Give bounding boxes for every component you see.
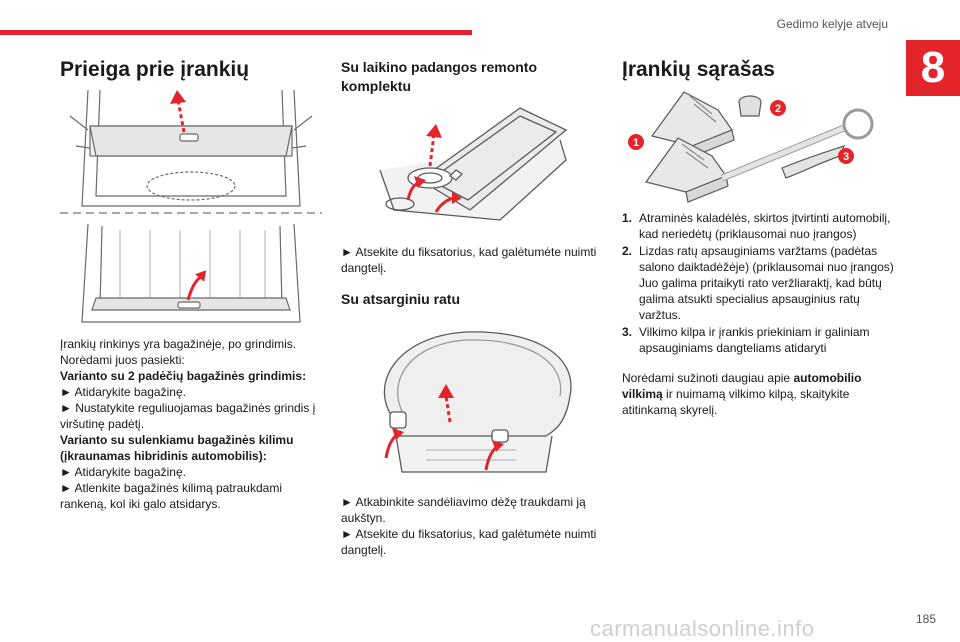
towing-note: Norėdami sužinoti daugiau apie automobil… bbox=[622, 370, 894, 418]
step-set-floor: ► Nustatykite reguliuojamas bagažinės gr… bbox=[60, 401, 316, 431]
watermark: carmanualsonline.info bbox=[590, 616, 815, 641]
section-title-repair-kit: Su laikino padangos remonto komplektu bbox=[341, 59, 538, 94]
column-tool-list: Įrankių sąrašas bbox=[622, 58, 894, 82]
spare-wheel-step-2: ► Atsekite du fiksatorius, kad galėtumėt… bbox=[341, 527, 597, 557]
repair-kit-step: ► Atsekite du fiksatorius, kad galėtumėt… bbox=[341, 245, 597, 275]
repair-kit-text: ► Atsekite du fiksatorius, kad galėtumėt… bbox=[341, 244, 603, 276]
section-title-spare-wheel: Su atsarginiu ratu bbox=[341, 291, 461, 307]
tool-item-2: 2. Lizdas ratų apsauginiams varžtams (pa… bbox=[622, 243, 894, 323]
column-access: Prieiga prie įrankių bbox=[60, 58, 322, 82]
tool-item-3-text: Vilkimo kilpa ir įrankis priekiniam ir g… bbox=[639, 325, 870, 355]
tool-item-3-num: 3. bbox=[622, 325, 633, 339]
page-number: 185 bbox=[915, 612, 936, 626]
step-fold-carpet: ► Atlenkite bagažinės kilimą patraukdami… bbox=[60, 481, 282, 511]
tool-list-text: 1. Atraminės kaladėlės, skirtos įtvirtin… bbox=[622, 210, 894, 418]
access-text: Įrankių rinkinys yra bagažinėje, po grin… bbox=[60, 336, 322, 512]
tool-item-2-note: Juo galima pritaikyti rato veržliaraktį,… bbox=[639, 276, 882, 322]
spare-wheel-illustration bbox=[383, 331, 572, 473]
callout-2: 2 bbox=[775, 103, 781, 115]
column-kits: Su laikino padangos remonto komplektu bbox=[341, 58, 603, 96]
tool-item-3: 3. Vilkimo kilpa ir įrankis priekiniam i… bbox=[622, 324, 894, 356]
chapter-number-badge: 8 bbox=[906, 40, 960, 96]
trunk-floor-illustration bbox=[60, 89, 322, 323]
access-intro: Įrankių rinkinys yra bagažinėje, po grin… bbox=[60, 337, 297, 351]
variant-2-floor-heading: Varianto su 2 padėčių bagažinės grindimi… bbox=[60, 369, 307, 383]
tool-item-1-text: Atraminės kaladėlės, skirtos įtvirtinti … bbox=[639, 211, 891, 241]
section-title-tool-list: Įrankių sąrašas bbox=[622, 58, 775, 81]
tool-list: 1. Atraminės kaladėlės, skirtos įtvirtin… bbox=[622, 210, 894, 356]
spare-wheel-text: ► Atkabinkite sandėliavimo dėžę traukdam… bbox=[341, 494, 603, 558]
callout-1: 1 bbox=[633, 137, 639, 149]
tools-illustration: 1 2 3 bbox=[628, 91, 874, 203]
chapter-title: Gedimo kelyje atveju bbox=[776, 17, 888, 31]
spare-wheel-step-1: ► Atkabinkite sandėliavimo dėžę traukdam… bbox=[341, 495, 586, 525]
towing-note-bold: automobilio vilkimą bbox=[622, 371, 862, 401]
header-accent-bar bbox=[0, 30, 472, 35]
tool-item-1: 1. Atraminės kaladėlės, skirtos įtvirtin… bbox=[622, 210, 894, 242]
tool-item-2-text: Lizdas ratų apsauginiams varžtams (padėt… bbox=[639, 244, 894, 274]
tool-item-1-num: 1. bbox=[622, 211, 633, 225]
repair-kit-illustration bbox=[379, 107, 568, 221]
callout-3: 3 bbox=[843, 151, 849, 163]
access-how: Norėdami juos pasiekti: bbox=[60, 353, 185, 367]
section-title-access: Prieiga prie įrankių bbox=[60, 58, 250, 81]
tool-item-2-num: 2. bbox=[622, 244, 633, 258]
variant-folding-carpet-heading: Varianto su sulenkiamu bagažinės kilimu … bbox=[60, 433, 294, 463]
step-open-trunk-2: ► Atidarykite bagažinę. bbox=[60, 465, 186, 479]
towing-note-post: ir nuimamą vilkimo kilpą, skaitykite ati… bbox=[622, 387, 850, 417]
step-open-trunk-1: ► Atidarykite bagažinę. bbox=[60, 385, 186, 399]
towing-note-pre: Norėdami sužinoti daugiau apie bbox=[622, 371, 794, 385]
spare-wheel-section: Su atsarginiu ratu bbox=[341, 290, 603, 309]
